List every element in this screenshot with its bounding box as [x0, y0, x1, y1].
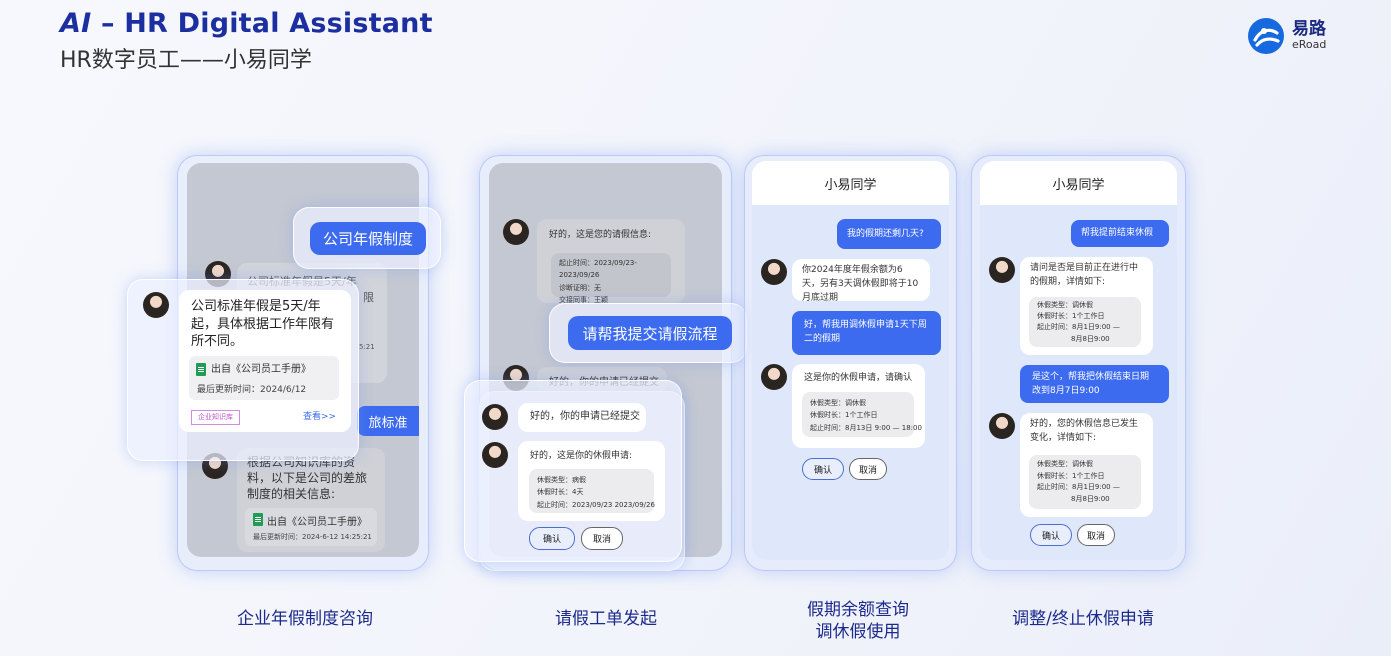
source-text: 出自《公司员工手册》 [211, 364, 311, 375]
leave-info-box: 休假类型：调休假 休假时长：1个工作日 起止时间：8月13日 9:00 — 18… [802, 392, 922, 437]
bg-partial-text: 限 [363, 291, 374, 304]
user-message: 我的假期还剩几天? [837, 219, 941, 249]
avatar [503, 219, 529, 245]
cancel-button[interactable]: 取消 [1077, 524, 1115, 546]
eroad-logo-icon [1248, 18, 1284, 54]
avatar [989, 257, 1015, 283]
confirm-button[interactable]: 确认 [802, 458, 844, 480]
bg-answer-bubble: 根据公司知识库的资料，以下是公司的差旅制度的相关信息: 出自《公司员工手册》 最… [237, 448, 385, 552]
leave-info-box: 休假类型：调休假 休假时长：1个工作日 起止时间：8月1日9:00 — 8月8日… [1029, 297, 1141, 347]
caption-leave-ticket: 请假工单发起 [555, 609, 657, 629]
confirm-button[interactable]: 确认 [1030, 524, 1072, 546]
avatar [143, 292, 169, 318]
annual-leave-policy-pill[interactable]: 公司年假制度 [310, 222, 426, 255]
knowledge-base-tag: 企业知识库 [191, 410, 240, 426]
bot-message: 你2024年度年假余额为6天，另有3天调休假即将于10月底过期 [792, 259, 930, 303]
submitted-bubble: 好的，你的申请已经提交 [518, 403, 646, 432]
source-box: 出自《公司员工手册》 最后更新时间：2024/6/12 [189, 356, 339, 400]
user-message: 是这个，帮我把休假结束日期改到8月7日9:00 [1020, 365, 1169, 403]
panel-4-screen: 小易同学 帮我提前结束休假 请问是否是目前正在进行中的假期，详情如下: 休假类型… [980, 161, 1177, 560]
doc-icon [253, 513, 263, 526]
answer-text: 公司标准年假是5天/年起，具体根据工作年限有所不同。 [191, 299, 335, 350]
bg-source-box: 出自《公司员工手册》 最后更新时间：2024-6-12 14:25:21 [245, 508, 377, 546]
eroad-logo: 易路 eRoad [1248, 18, 1326, 54]
avatar [761, 259, 787, 285]
page-subtitle: HR数字员工——小易同学 [60, 48, 312, 73]
bot-message: 好的，您的休假信息已发生变化，详情如下: 休假类型：调休假 休假时长：1个工作日… [1020, 413, 1153, 517]
chat-header-title: 小易同学 [980, 161, 1177, 205]
avatar [761, 364, 787, 390]
bg-pill-partial: 旅标准 [357, 406, 419, 436]
leave-info-box: 休假类型：调休假 休假时长：1个工作日 起止时间：8月1日9:00 — 8月8日… [1029, 455, 1141, 509]
cancel-button[interactable]: 取消 [849, 458, 887, 480]
submit-leave-process-pill[interactable]: 请帮我提交请假流程 [568, 316, 732, 350]
caption-balance-query: 假期余额查询 [807, 600, 909, 620]
answer-card: 公司标准年假是5天/年起，具体根据工作年限有所不同。 出自《公司员工手册》 最后… [179, 290, 351, 432]
leave-info-box: 休假类型：病假 休假时长：4天 起止时间：2023/09/23 2023/09/… [529, 469, 655, 513]
bot-message: 请问是否是目前正在进行中的假期，详情如下: 休假类型：调休假 休假时长：1个工作… [1020, 257, 1153, 355]
avatar [482, 442, 508, 468]
updated-time: 最后更新时间：2024/6/12 [197, 385, 307, 395]
bg-partial-text: 5:21 [359, 343, 375, 351]
cancel-button[interactable]: 取消 [581, 527, 623, 550]
panel-3-screen: 小易同学 我的假期还剩几天? 你2024年度年假余额为6天，另有3天调休假即将于… [752, 161, 949, 560]
caption-adjust-leave: 调整/终止休假申请 [1012, 609, 1154, 629]
view-more-link[interactable]: 查看>> [303, 412, 337, 422]
avatar [989, 413, 1015, 439]
confirm-button[interactable]: 确认 [529, 527, 575, 550]
user-message: 帮我提前结束休假 [1071, 220, 1169, 247]
logo-en-text: eRoad [1292, 38, 1327, 52]
avatar [482, 404, 508, 430]
logo-cn-text: 易路 [1292, 19, 1326, 40]
caption-annual-leave-consult: 企业年假制度咨询 [237, 609, 373, 629]
user-message: 好，帮我用调休假申请1天下周二的假期 [792, 311, 941, 355]
page-title: AI – HR Digital Assistant [60, 8, 433, 39]
chat-header-title: 小易同学 [752, 161, 949, 205]
bot-message: 这是你的休假申请，请确认 休假类型：调休假 休假时长：1个工作日 起止时间：8月… [792, 364, 925, 448]
leave-request-bubble: 好的，这是你的休假申请: 休假类型：病假 休假时长：4天 起止时间：2023/0… [518, 441, 665, 521]
bg-leave-info-bubble: 好的，这是您的请假信息: 起止时间：2023/09/23-2023/09/26 … [537, 219, 685, 304]
caption-comp-leave: 调休假使用 [815, 622, 901, 642]
doc-icon [196, 363, 206, 376]
